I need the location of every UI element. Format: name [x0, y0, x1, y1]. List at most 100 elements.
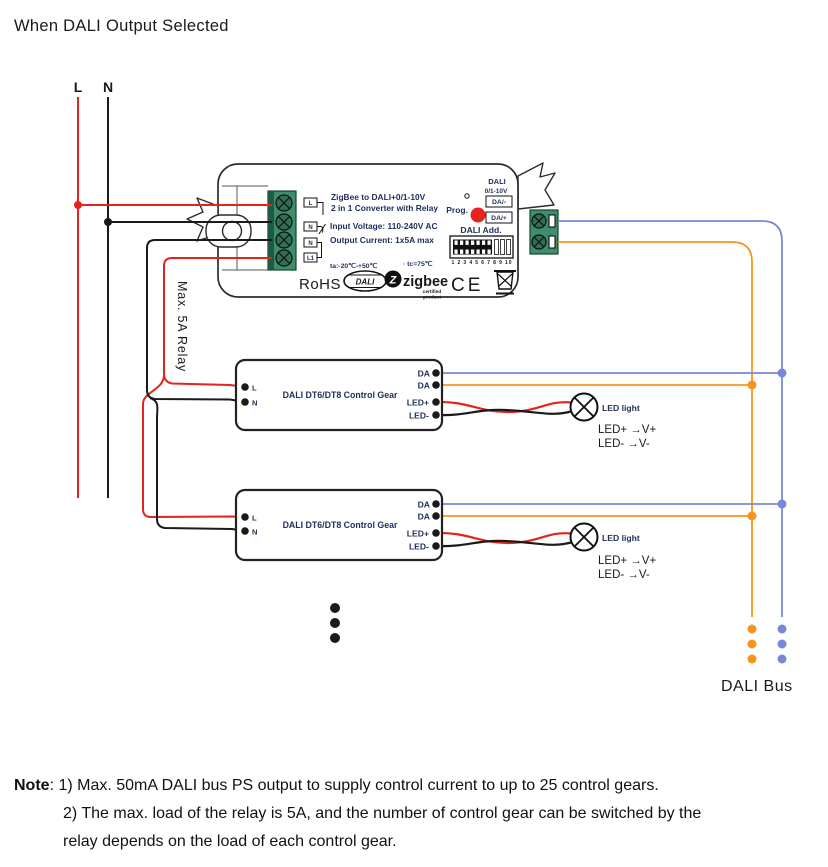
gear-ledminus-label: LED- [409, 411, 429, 421]
dali-bus-continuation: DALI Bus [721, 624, 793, 695]
zigbee-cert-2: product [423, 295, 441, 301]
gear-n-terminal [241, 527, 249, 535]
spec-temp-range: ta:-20℃-+50℃ [330, 262, 378, 270]
spec-output-current: Output Current: 1x5A max [330, 235, 434, 245]
gear-ledminus-terminal [432, 411, 440, 419]
gear-da1-label: DA [418, 369, 430, 379]
relay-rating-label: Max. 5A Relay [175, 281, 189, 372]
spec-input-voltage: Input Voltage: 110-240V AC [330, 221, 438, 231]
control-gear-1: DALI DT6/DT8 Control Gear L N DA DA LED+… [234, 358, 444, 432]
gear-ledplus-label: LED+ [407, 398, 429, 408]
gear-da2-terminal [432, 381, 440, 389]
dali-address-section: DALI Add. 1 2 3 4 5 6 7 8 9 10 [449, 225, 514, 266]
gear-title: DALI DT6/DT8 Control Gear [283, 520, 398, 530]
relay-output-wire-gear2 [142, 375, 246, 519]
control-gear-2: DALI DT6/DT8 Control Gear L N DA DA LED+… [234, 488, 444, 562]
wiring [74, 201, 787, 617]
zigbee-logo: Z zigbee certified product [384, 270, 448, 301]
note-section: Note: 1) Max. 50mA DALI bus PS output to… [14, 772, 820, 856]
gear-n-terminal [241, 398, 249, 406]
ce-mark: CE [451, 275, 483, 296]
certification-logos: RoHS DALI Z zigbee certified product CE [299, 270, 516, 301]
rohs-label: RoHS [299, 276, 341, 293]
lamp-label: LED light [602, 533, 640, 543]
converter-name-line1: ZigBee to DALI+0/1-10V [331, 192, 426, 202]
note-line-2: 2) The max. load of the relay is 5A, and… [63, 805, 702, 822]
gear-l-terminal [241, 383, 249, 391]
note-label: Note [14, 777, 50, 794]
bus-junction-dot [747, 380, 757, 390]
led-map-minus: LED- →V- [598, 569, 650, 581]
gear-n-label: N [252, 399, 257, 408]
more-gears-ellipsis [330, 603, 340, 643]
gear-da2-terminal [432, 512, 440, 520]
mounting-ear-right [517, 162, 556, 210]
lamp-cross-icon [573, 396, 595, 418]
led-map-minus: LED- →V- [598, 438, 650, 450]
dali-wiring-diagram: When DALI Output Selected L N [14, 17, 793, 695]
mounting-hole-icon [221, 220, 243, 242]
dali-terminal-block [529, 209, 559, 255]
dali-bus-label: DALI Bus [721, 678, 793, 695]
converter-name-line2: 2 in 1 Converter with Relay [331, 203, 438, 213]
terminal-labels: L N N L1 [303, 197, 326, 263]
gear-box [234, 358, 444, 432]
gear2-led-plus-wire [435, 531, 572, 545]
bus-junction-dot [777, 368, 787, 378]
da-plus-label: DA/+ [491, 215, 507, 222]
led-light-2: LED light LED+ →V+ LED- →V- [569, 522, 656, 581]
gear-title: DALI DT6/DT8 Control Gear [283, 390, 398, 400]
terminal-label-l1: L1 [307, 256, 315, 262]
neutral-wire-gear2 [149, 397, 246, 532]
terminal-label-l: L [309, 201, 313, 207]
gear-da2-label: DA [418, 381, 430, 391]
zigbee-dali-converter: L N N L1 ZigBee to DALI+0/1-10V 2 in 1 C… [186, 162, 559, 301]
dali-bus-blue [558, 220, 783, 617]
gear-da1-label: DA [418, 500, 430, 510]
gear-ledplus-terminal [432, 398, 440, 406]
terminal-screws [275, 194, 293, 267]
bus-junction-dot [777, 499, 787, 509]
neutral-label: N [103, 79, 113, 95]
gear-ledminus-label: LED- [409, 542, 429, 552]
weee-bin-icon [494, 270, 516, 295]
gear1-led-minus-wire [435, 408, 572, 417]
terminal-label-n1: N [308, 225, 312, 231]
gear-ledplus-terminal [432, 529, 440, 537]
gear1-led-plus-wire [435, 400, 572, 414]
dali-header-sub: 0/1-10V [485, 188, 508, 195]
gear-ledminus-terminal [432, 542, 440, 550]
zigbee-wordmark: zigbee [403, 274, 448, 290]
spec-temp-case: · tc=75℃ [403, 260, 433, 268]
dali-addr-label: DALI Add. [460, 225, 501, 235]
gear-box [234, 488, 444, 562]
led-light-1: LED light LED+ →V+ LED- →V- [569, 392, 656, 450]
input-terminal-block [267, 190, 297, 271]
mains-input: L N [74, 79, 113, 498]
lamp-label: LED light [602, 403, 640, 413]
svg-text:DALI: DALI [356, 278, 375, 287]
led-map-plus: LED+ →V+ [598, 424, 656, 436]
prog-label: Prog. [446, 205, 468, 215]
prog-button [470, 207, 486, 223]
gear-l-label: L [252, 514, 257, 523]
gear-da1-terminal [432, 369, 440, 377]
junction-dot [74, 201, 82, 209]
note-line-3: relay depends on the load of each contro… [63, 833, 397, 850]
converter-description: ZigBee to DALI+0/1-10V 2 in 1 Converter … [330, 192, 438, 270]
relay-output-wire-gear1 [163, 257, 272, 388]
relay-schematic-icon [317, 202, 326, 258]
dali-logo: DALI [343, 270, 387, 292]
gear-n-label: N [252, 528, 257, 537]
gear-da2-label: DA [418, 512, 430, 522]
gear-ledplus-label: LED+ [407, 529, 429, 539]
gear-l-terminal [241, 513, 249, 521]
gear2-led-minus-wire [435, 539, 572, 548]
dali-bus-orange [558, 241, 753, 617]
terminal-label-n2: N [308, 241, 312, 247]
svg-text:Z: Z [389, 275, 398, 287]
junction-dot [104, 218, 112, 226]
dip-numbers: 1 2 3 4 5 6 7 8 9 10 [452, 260, 512, 266]
prog-section: Prog. [446, 193, 486, 223]
